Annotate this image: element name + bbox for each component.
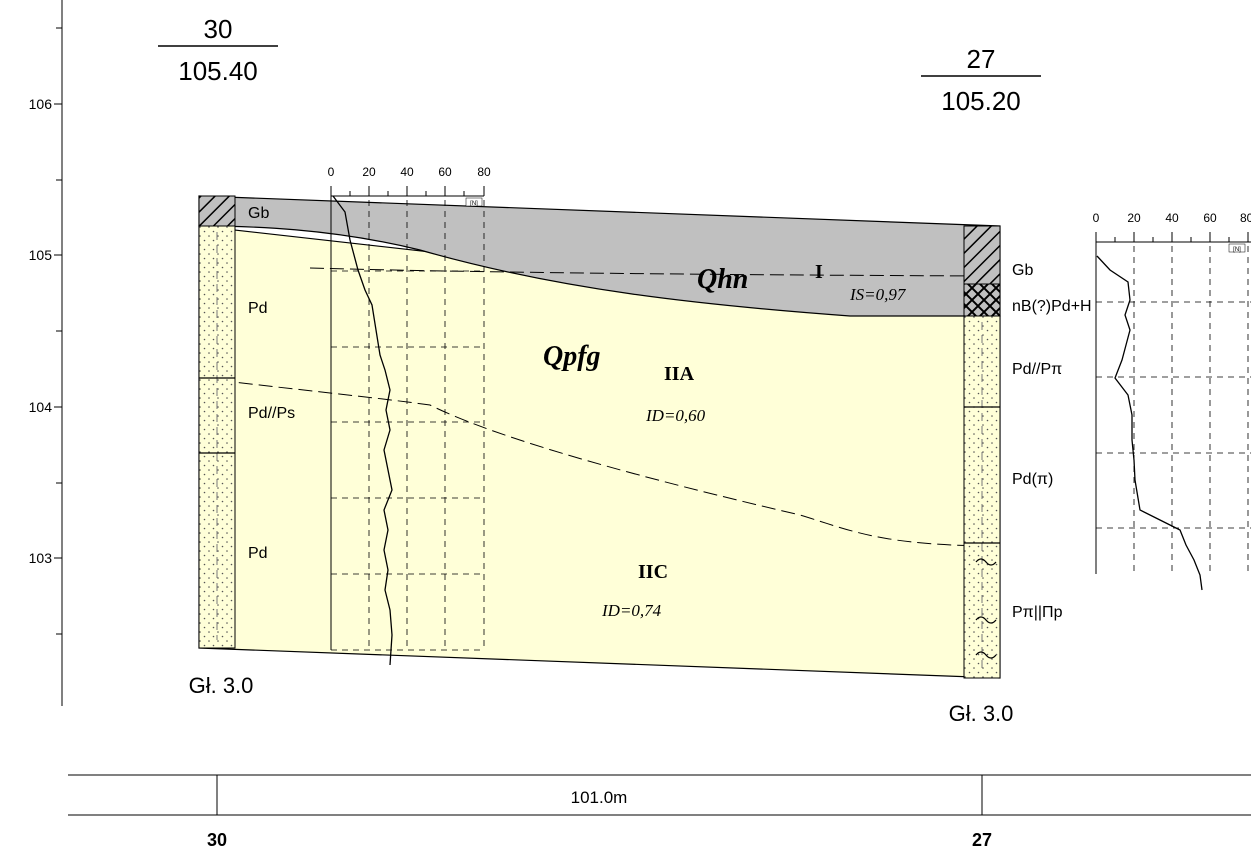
depth-label: Gł. 3.0 [949, 701, 1014, 726]
distance-label: 101.0m [571, 788, 628, 807]
unit-label-qpfg: Qpfg [543, 341, 601, 372]
probing-unit-label: [N] [1233, 247, 1241, 253]
borehole-name: 27 [967, 44, 996, 74]
elevation-axis: 106 105 104 103 [29, 0, 63, 706]
layer-code: IIC [638, 561, 668, 583]
probing-tick-label: 60 [438, 165, 452, 179]
borehole-number: 27 [972, 830, 992, 850]
ground-level: 105.40 [178, 56, 258, 86]
axis-tick-label: 103 [29, 550, 53, 566]
layer-label: Gb [248, 205, 269, 222]
layer-param: ID=0,60 [645, 406, 706, 425]
unit-label-qhn: Qhn [697, 264, 748, 295]
layer-label: Pd//Ps [248, 405, 295, 422]
probing-unit-label: [N] [470, 201, 478, 207]
layer-label: Gb [1012, 262, 1033, 279]
borehole-30-column [198, 195, 236, 649]
section-body [198, 195, 1001, 679]
layer-label: nB(?)Pd+H [1012, 298, 1092, 315]
layer-label: Pd//Pπ [1012, 361, 1062, 378]
probing-tick-label: 20 [1127, 211, 1141, 225]
ground-level: 105.20 [941, 86, 1021, 116]
layer-boundary-upper [309, 267, 1001, 277]
layer-label: Pd [248, 300, 268, 317]
borehole-name: 30 [204, 14, 233, 44]
axis-tick-label: 104 [29, 399, 53, 415]
axis-tick-label: 106 [29, 96, 53, 112]
layer-label: Pd [248, 545, 268, 562]
probing-tick-label: 0 [1093, 211, 1100, 225]
borehole-30-header: 30 105.40 [158, 14, 278, 86]
layer-boundary-lower [198, 377, 1001, 547]
distance-bar: 101.0m 30 27 [68, 774, 1251, 850]
borehole-27-header: 27 105.20 [921, 44, 1041, 116]
layer-param: IS=0,97 [849, 285, 907, 304]
probing-tick-label: 60 [1203, 211, 1217, 225]
probing-chart-30: 0 20 40 60 80 [N] [328, 165, 491, 666]
probing-tick-label: 40 [400, 165, 414, 179]
axis-tick-label: 105 [29, 247, 53, 263]
topsoil-layer [198, 195, 1001, 317]
borehole-number: 30 [207, 830, 227, 850]
probing-tick-label: 40 [1165, 211, 1179, 225]
probing-tick-label: 0 [328, 165, 335, 179]
depth-label: Gł. 3.0 [189, 673, 254, 698]
probing-chart-27: 0 20 40 60 80 [N] [1093, 211, 1251, 591]
layer-code: IIA [664, 363, 695, 385]
layer-label: Pπ||Πp [1012, 604, 1063, 621]
borehole-27-column [963, 225, 1001, 679]
layer-code: I [815, 261, 823, 283]
layer-label: Pd(π) [1012, 471, 1053, 488]
probing-tick-label: 20 [362, 165, 376, 179]
probing-tick-label: 80 [477, 165, 491, 179]
layer-param: ID=0,74 [601, 601, 662, 620]
probing-tick-label: 80 [1240, 211, 1251, 225]
